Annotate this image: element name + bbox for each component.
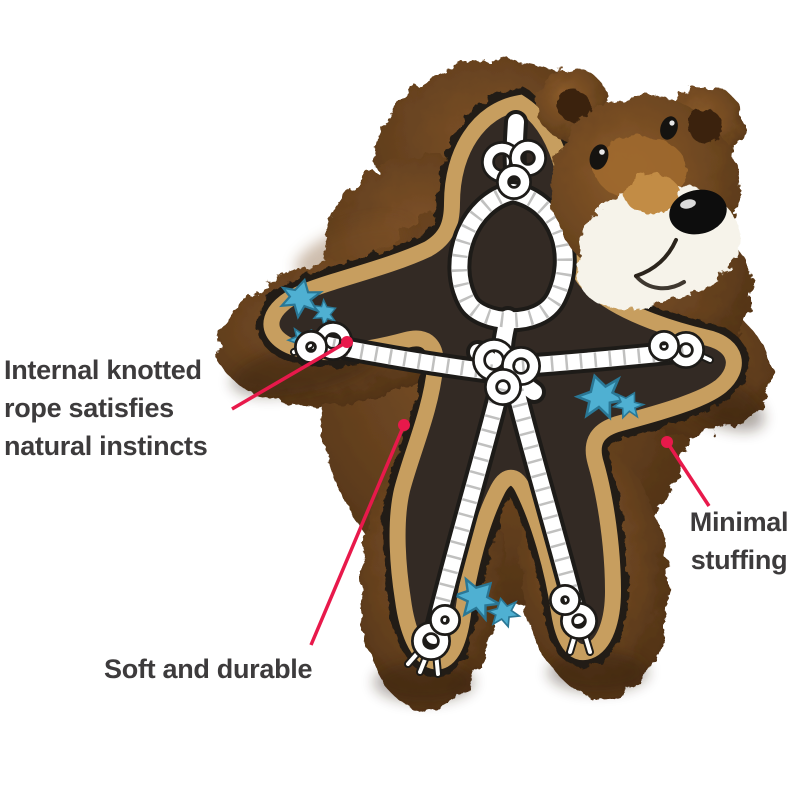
mouth-line [634, 238, 678, 278]
callout-line-soft-durable [309, 419, 410, 646]
callout-text-line: natural instincts [4, 431, 208, 461]
callout-text-line: rope satisfies [4, 393, 174, 423]
mouth-curve [634, 274, 686, 291]
callout-soft-durable-label: Soft and durable [104, 650, 313, 688]
callout-text-line: Minimal [689, 507, 789, 537]
callout-text-line: Soft and durable [104, 654, 313, 684]
callout-dot-minimal-stuffing [661, 436, 673, 448]
internal-rope [290, 110, 714, 678]
callout-line-minimal-stuffing [661, 436, 711, 507]
callout-line-internal-rope [231, 336, 353, 411]
bear-head [536, 68, 744, 310]
callout-dot-soft-durable [398, 419, 410, 431]
rope-knot-right-arm [648, 330, 705, 369]
callout-minimal-stuffing-label: Minimal stuffing [683, 503, 795, 579]
rope-knot-left-arm [294, 321, 353, 364]
rope-knot-right-leg [549, 584, 598, 640]
rope-knot-center [472, 338, 541, 406]
right-inner-ear [688, 109, 722, 143]
rope-knot-left-leg [411, 604, 461, 661]
callout-internal-rope-label: Internal knotted rope satisfies natural … [4, 351, 208, 465]
callout-dot-internal-rope [341, 336, 353, 348]
callout-text-line: Internal knotted [4, 355, 202, 385]
snout-bridge [624, 174, 680, 214]
left-inner-ear [558, 90, 590, 122]
rope-knot-top [481, 139, 547, 200]
callouts-graphics [231, 336, 711, 646]
callout-text-line: stuffing [690, 545, 788, 575]
nose-highlight [680, 199, 696, 209]
